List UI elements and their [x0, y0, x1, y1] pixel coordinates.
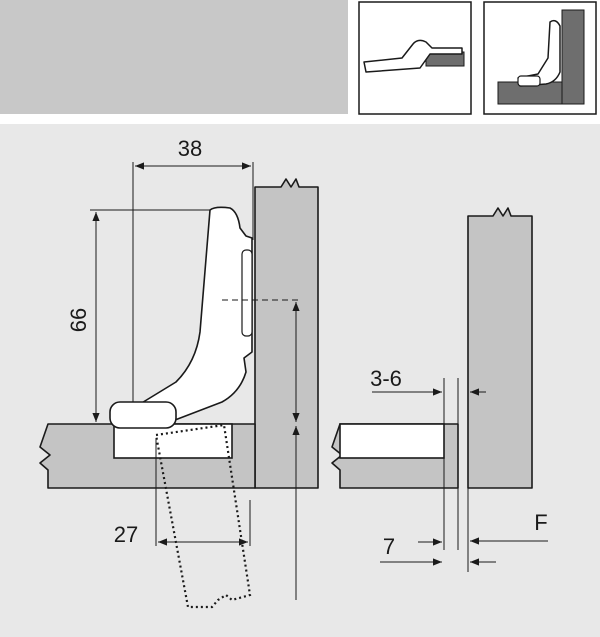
drill-hole-outline: [154, 423, 252, 609]
hinge-boss: [109, 401, 177, 429]
dimension-7-label: 7: [383, 534, 395, 559]
header-grey-panel: [0, 0, 348, 114]
hinge-cup: [113, 423, 233, 459]
dimension-3-6-label: 3-6: [370, 366, 402, 391]
dimension-66-label: 66: [66, 308, 91, 332]
thumbnail-hinge-flat: [358, 1, 472, 115]
hinge-arm: [139, 206, 253, 421]
door-cutout-right: [339, 423, 445, 459]
cabinet-side-panel-right: [467, 207, 533, 489]
dimension-38-label: 38: [178, 136, 202, 161]
dimension-27-label: 27: [114, 522, 138, 547]
force-f-label: F: [534, 510, 547, 535]
hinge-mounting-slot: [241, 249, 253, 337]
thumbnail-hinge-mounted: [483, 1, 597, 115]
cabinet-side-panel: [254, 178, 319, 489]
